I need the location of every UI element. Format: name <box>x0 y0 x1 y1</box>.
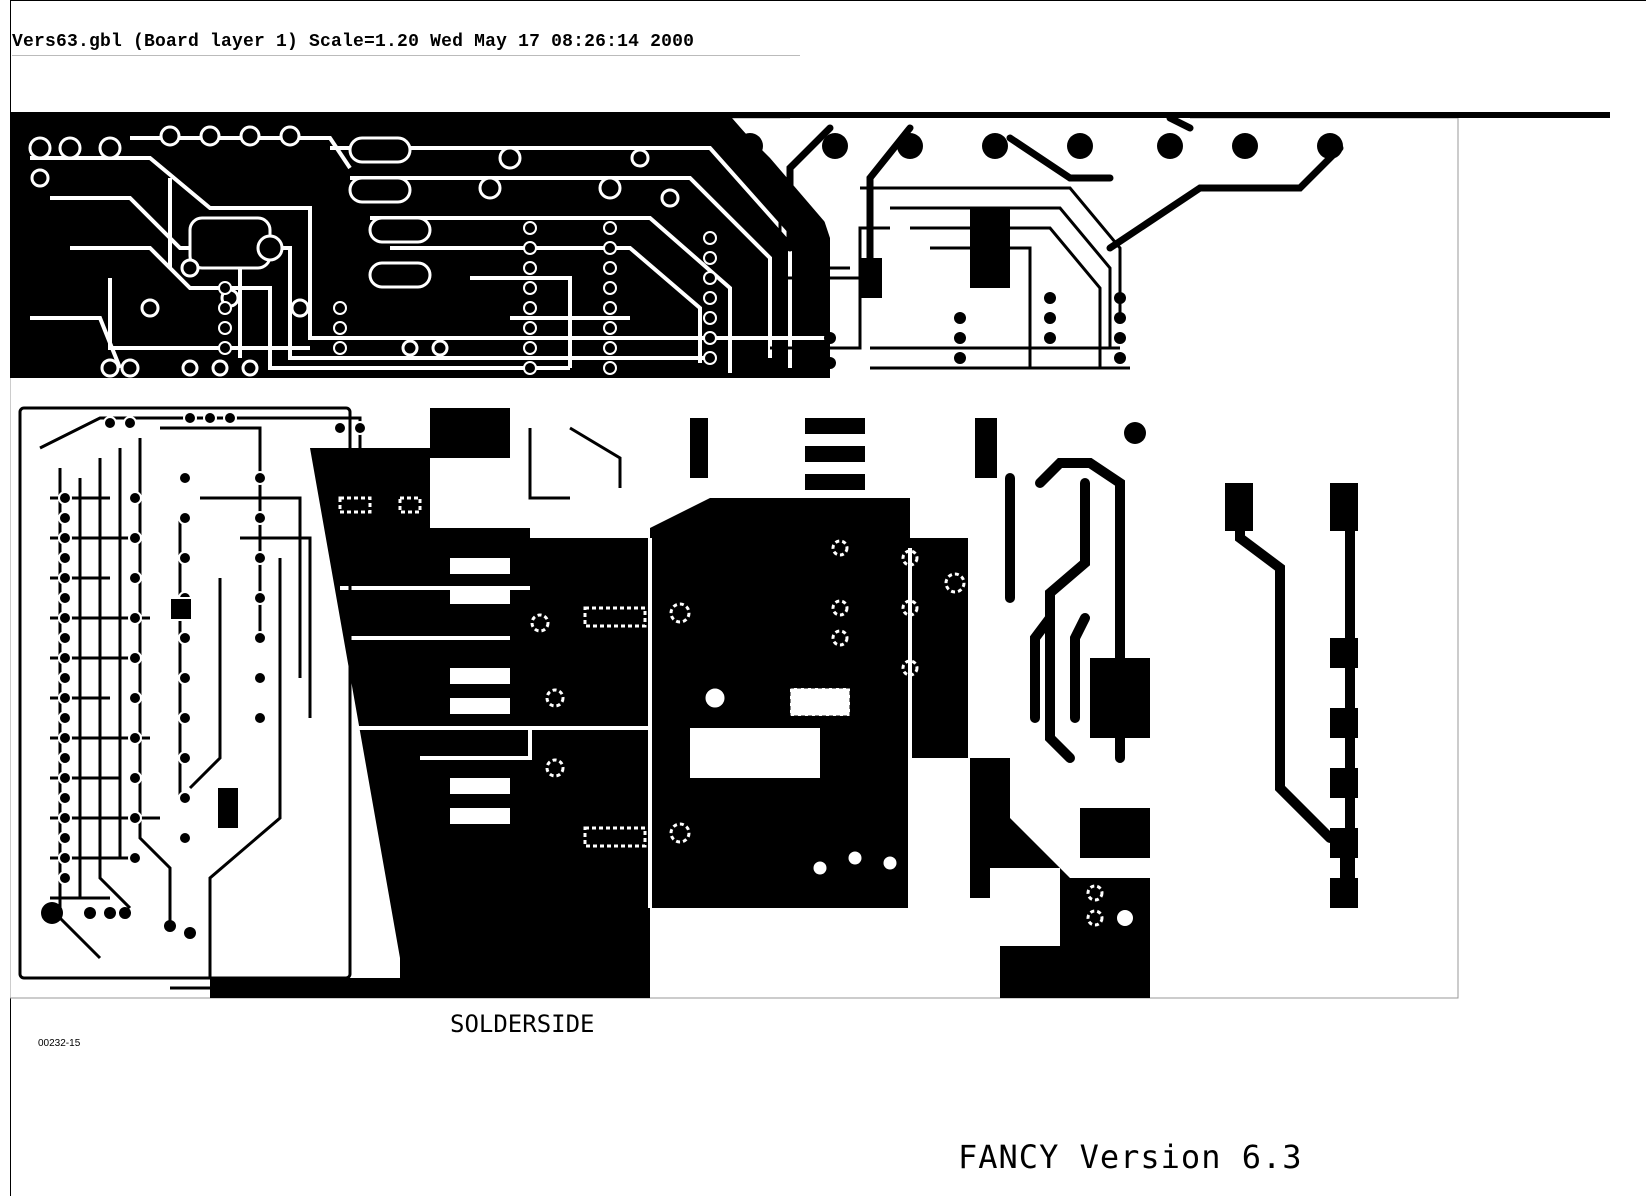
board-top-rule <box>10 112 1610 118</box>
power-traces <box>1005 458 1355 893</box>
power-pads <box>1225 483 1358 908</box>
lower-misc-pads <box>41 418 1146 939</box>
header-underline <box>12 55 800 56</box>
layer-label: SOLDERSIDE <box>450 1010 595 1038</box>
upper-right-pads <box>737 133 1343 369</box>
upper-right-traces <box>786 118 1344 262</box>
file-header: Vers63.gbl (Board layer 1) Scale=1.20 We… <box>12 32 695 52</box>
drawing-code: 00232-15 <box>38 1038 81 1049</box>
software-version: FANCY Version 6.3 <box>958 1138 1303 1176</box>
upper-traces <box>30 136 830 373</box>
upper-pads <box>28 125 680 378</box>
thermal-pads <box>338 496 1104 927</box>
lower-separations <box>340 538 972 908</box>
pcb-artwork <box>10 118 1459 999</box>
upper-dip-pads <box>218 221 717 375</box>
lower-cutouts <box>450 558 1060 946</box>
lower-left-pads <box>58 411 367 885</box>
